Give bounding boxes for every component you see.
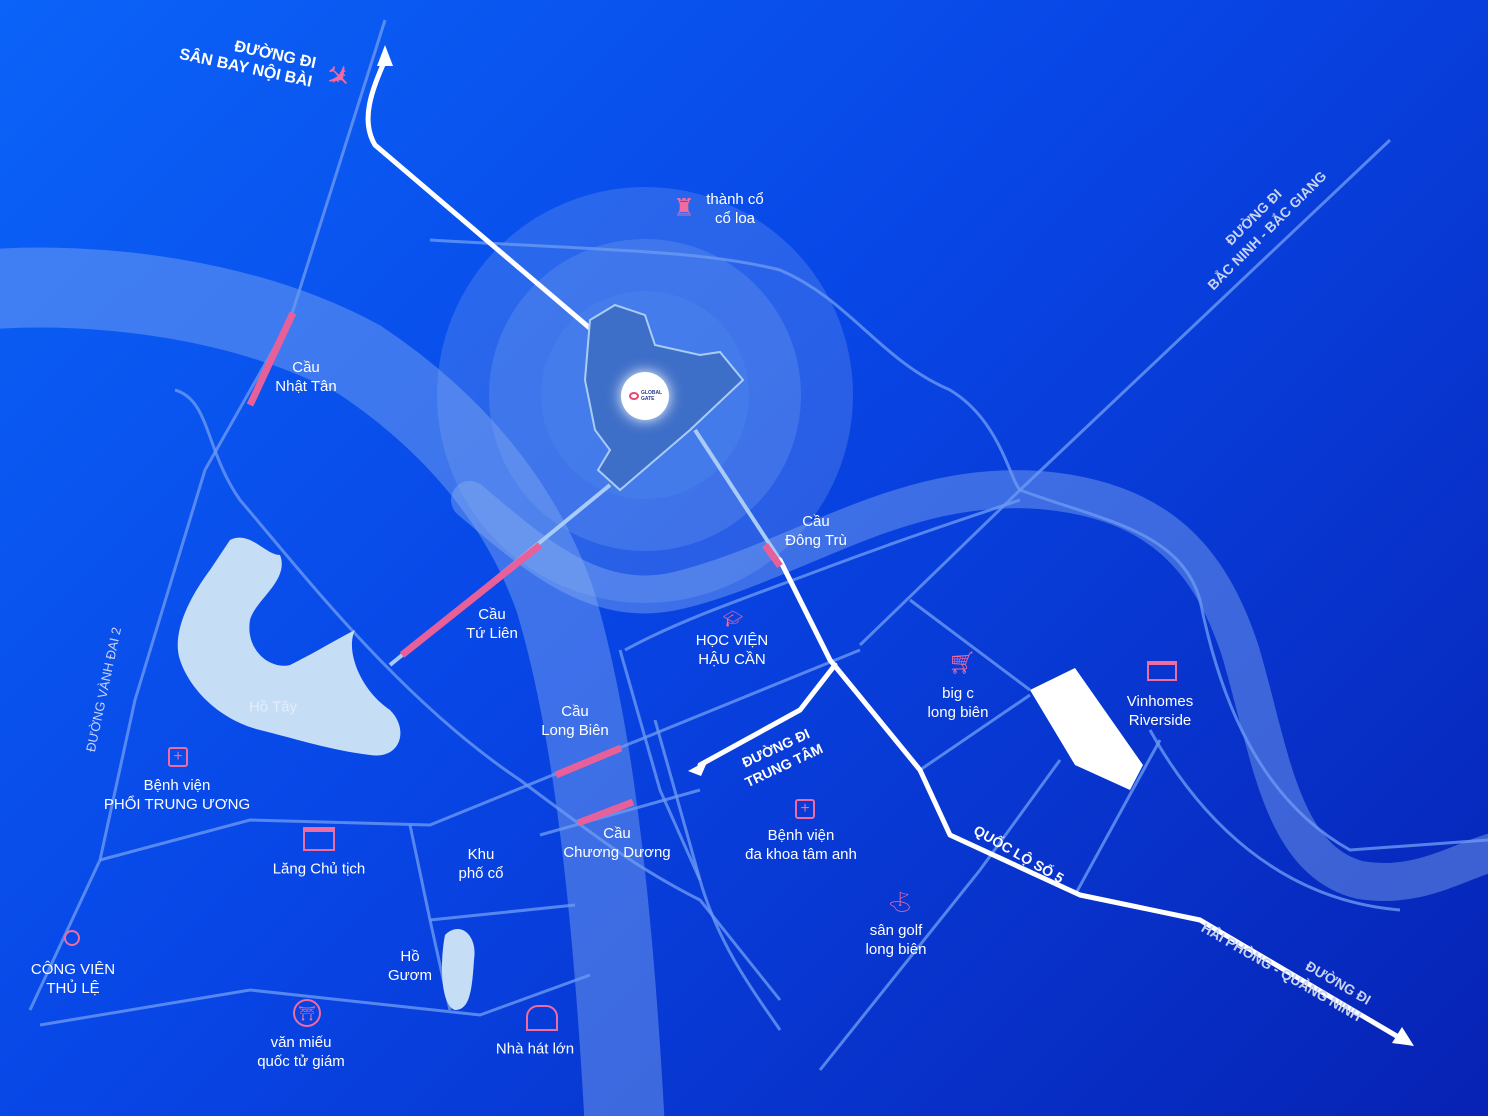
castle-icon: ♜: [673, 194, 695, 222]
vinhomes-parcel: [1030, 668, 1143, 790]
bridge-tu-lien-label: Cầu Tứ Liên: [466, 605, 518, 643]
label-line: long biên: [865, 941, 927, 958]
place-big-c: big c long biên: [928, 684, 989, 722]
label-line: đa khoa tâm anh: [745, 846, 857, 863]
label-line: Gươm: [387, 967, 433, 984]
label-line: PHỔI TRUNG ƯƠNG: [103, 796, 251, 813]
tree-icon: [64, 930, 80, 946]
graduation-cap-icon: 🎓︎: [722, 611, 744, 628]
label-line: Vinhomes: [1126, 693, 1194, 710]
logo-text: GLOBAL GATE: [641, 390, 663, 402]
place-thu-le-park: CÔNG VIÊN THỦ LỆ: [31, 960, 115, 998]
shopping-cart-icon: 🛒︎: [948, 650, 976, 675]
label-line: Bệnh viện: [767, 827, 835, 844]
label-line: Đông Trù: [785, 532, 847, 549]
temple-gate-icon: ⛩︎: [293, 999, 321, 1027]
label-line: Cầu: [292, 359, 320, 376]
golf-flag-icon: ⛳︎: [887, 891, 913, 914]
label-line: HẬU CẦN: [698, 651, 766, 668]
label-line: quốc tử giám: [257, 1053, 345, 1070]
label-line: Cầu: [802, 513, 830, 530]
place-golf: sân golf long biên: [866, 921, 927, 959]
direction-arrows: [377, 45, 1414, 1046]
place-tam-anh-hospital: Bệnh viện đa khoa tâm anh: [745, 826, 857, 864]
label-line: Bệnh viện: [143, 777, 211, 794]
label-line: sân golf: [869, 922, 923, 939]
label-line: Cầu: [561, 703, 589, 720]
place-co-loa: thành cổ cổ loa: [706, 190, 764, 228]
label-line: Cầu: [478, 606, 506, 623]
mausoleum-icon: [303, 827, 335, 851]
label-line: văn miếu: [270, 1034, 332, 1051]
place-pho-co: Khu phố cổ: [458, 845, 503, 883]
label-line: Long Biên: [541, 722, 609, 739]
lake-ho-guom: [442, 929, 475, 1010]
label-line: phố cổ: [458, 865, 504, 882]
label-line: THỦ LỆ: [46, 980, 100, 997]
minor-roads: [28, 19, 1488, 1071]
logo-mark-icon: [629, 392, 639, 400]
label-line: big c: [942, 685, 974, 702]
label-line: long biên: [927, 704, 989, 721]
red-river: [0, 247, 1488, 1116]
label-line: CÔNG VIÊN: [30, 961, 116, 978]
label-line: Tứ Liên: [466, 625, 518, 642]
label-line: Cầu: [603, 825, 631, 842]
opera-house-icon: [526, 1005, 558, 1031]
place-ho-tay: Hồ Tây: [248, 698, 298, 716]
label-line: Nhật Tân: [275, 378, 337, 395]
hospital-icon: +: [795, 799, 815, 819]
label-line: Riverside: [1128, 712, 1192, 729]
place-nha-hat-lon: Nhà hát lớn: [495, 1040, 575, 1058]
label-line: HỌC VIỆN: [695, 632, 769, 649]
place-hoc-vien-hau-can: HỌC VIỆN HẬU CẦN: [696, 631, 769, 669]
label-line: Khu: [467, 846, 495, 863]
hospital-icon: +: [168, 747, 188, 767]
label-line: cổ loa: [714, 210, 756, 227]
label-line: thành cổ: [706, 191, 764, 208]
building-icon: [1147, 661, 1177, 681]
main-roads: [365, 57, 1403, 1041]
place-van-mieu: văn miếu quốc tử giám: [257, 1033, 345, 1071]
lake-ho-tay: [177, 537, 401, 756]
project-logo[interactable]: GLOBAL GATE: [621, 372, 669, 420]
place-lang-chu-tich: Lăng Chủ tịch: [272, 860, 366, 878]
label-line: Chương Dương: [563, 844, 671, 861]
label-line: Hồ: [400, 948, 420, 965]
bridges: [246, 311, 783, 827]
